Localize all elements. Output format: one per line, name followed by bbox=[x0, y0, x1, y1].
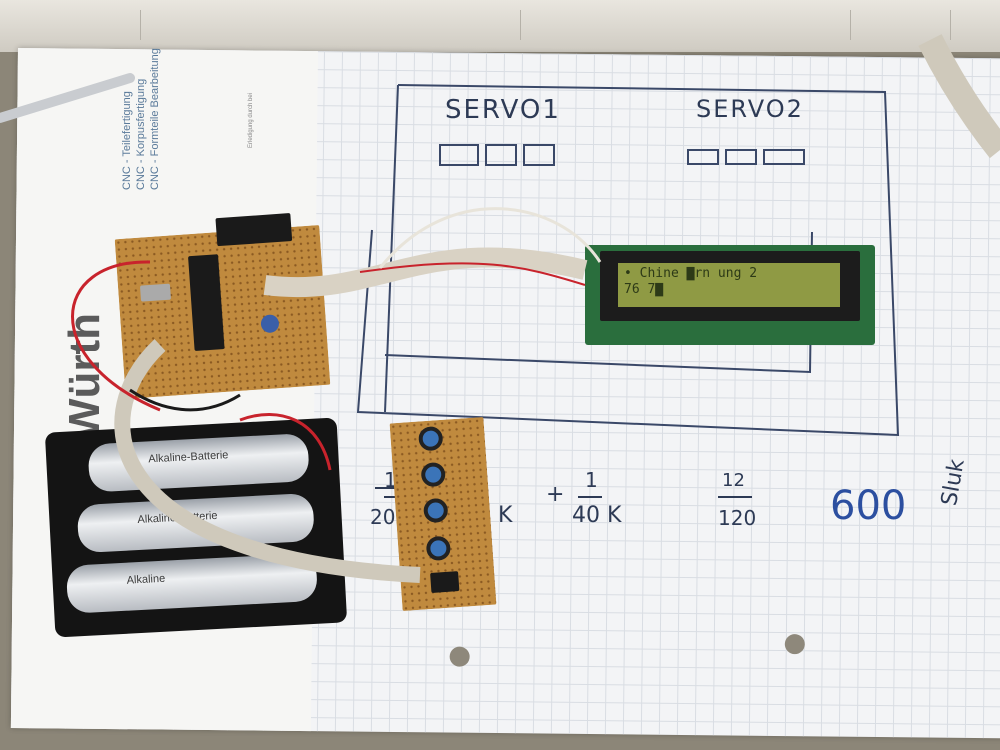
key-gap bbox=[520, 10, 521, 40]
sketch-label-servo2: SERVO2 bbox=[696, 95, 804, 123]
screwdriver bbox=[0, 73, 135, 123]
math-numerator: 12 bbox=[722, 470, 745, 491]
black-ground-wire bbox=[129, 388, 241, 412]
lcd-bezel: • Chine ▇rn ung 2 76 7▇ bbox=[600, 251, 860, 321]
math-denominator: 120 bbox=[718, 506, 757, 530]
key-gap bbox=[140, 10, 141, 40]
sketch-boxes-right bbox=[687, 149, 805, 165]
ribbon-cable-lcd bbox=[263, 247, 588, 298]
sketch-outline bbox=[356, 84, 900, 437]
red-signal-wire bbox=[359, 262, 586, 286]
red-power-wire bbox=[239, 412, 332, 471]
blue-number: 600 bbox=[830, 483, 907, 529]
math-plus: + bbox=[546, 482, 565, 507]
ribbon-cable-top bbox=[918, 34, 1000, 159]
lcd-module: • Chine ▇rn ung 2 76 7▇ bbox=[585, 245, 875, 345]
lcd-screen: • Chine ▇rn ung 2 76 7▇ bbox=[618, 263, 840, 307]
ribbon-cable-buttons bbox=[114, 339, 421, 583]
sketch-label-servo1: SERVO1 bbox=[445, 95, 561, 125]
sketch-boxes-left bbox=[439, 144, 555, 166]
sketch-outline bbox=[384, 84, 399, 413]
math-denominator: 40 K bbox=[572, 503, 622, 528]
math-denominator: K bbox=[498, 503, 513, 528]
key-gap bbox=[850, 10, 851, 40]
red-power-wire bbox=[71, 260, 161, 412]
math-denominator: 20 bbox=[370, 505, 396, 529]
keyboard-edge bbox=[0, 0, 1000, 52]
lcd-line-1: • Chine ▇rn ung 2 bbox=[624, 266, 758, 281]
key-gap bbox=[950, 10, 951, 40]
white-wire bbox=[378, 207, 602, 269]
math-numerator: 1 bbox=[585, 468, 598, 492]
lcd-line-2: 76 7▇ bbox=[624, 282, 664, 297]
